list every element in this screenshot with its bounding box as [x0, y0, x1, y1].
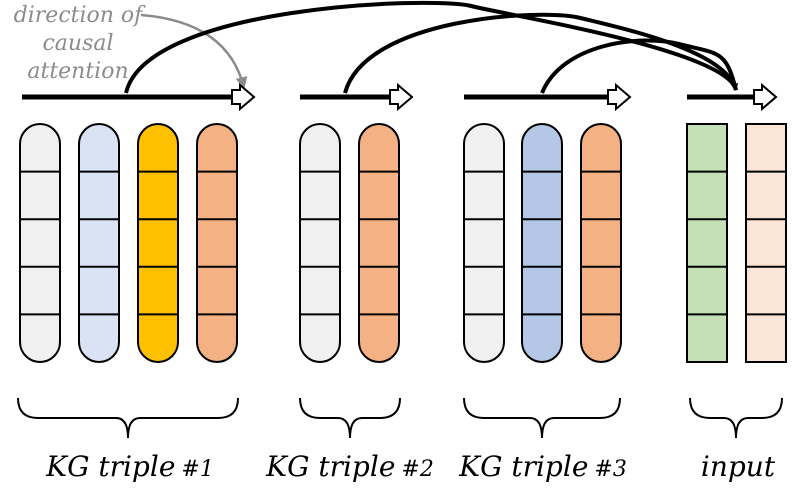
group-kg2 [299, 82, 414, 439]
attention-arc-kg2-to-input [343, 12, 738, 94]
annotation-pointer-arrow [140, 13, 248, 90]
direction-arrow-head [607, 82, 632, 112]
group-labels: KG triple#1 KG triple#2 KG triple#3 input [45, 450, 776, 483]
group-label-kg1: KG triple#1 [45, 450, 214, 483]
token-column-gray [299, 123, 341, 363]
token-column-light_blue [78, 123, 120, 363]
group-label-kg3: KG triple#3 [458, 450, 627, 483]
group-input [686, 82, 787, 439]
annotation-line-3: attention [27, 59, 128, 84]
group-label-input: input [701, 450, 776, 483]
token-column-gray [19, 123, 61, 363]
direction-arrow-head [389, 82, 414, 112]
direction-arrow-head [231, 82, 256, 112]
group-kg3 [463, 82, 632, 439]
attention-arc-kg3-to-input [540, 38, 738, 94]
token-column-peach [745, 123, 787, 363]
attention-arc-kg1-to-input [124, 0, 738, 94]
token-column-green [686, 123, 728, 363]
group-kg1 [17, 82, 256, 439]
attention-arcs [124, 0, 738, 94]
token-column-blue [521, 123, 563, 363]
group-brace [17, 397, 239, 439]
annotation-line-1: direction of [14, 3, 147, 28]
group-brace [299, 397, 401, 439]
token-column-gold [137, 123, 179, 363]
annotation-line-2: causal [42, 31, 113, 56]
token-column-orange [580, 123, 622, 363]
token-column-gray [463, 123, 505, 363]
direction-arrow-head [753, 82, 778, 112]
token-column-orange [358, 123, 400, 363]
group-label-kg2: KG triple#2 [265, 450, 434, 483]
token-groups [17, 82, 787, 439]
group-brace [463, 397, 621, 439]
token-column-orange [196, 123, 238, 363]
group-brace [689, 397, 783, 439]
